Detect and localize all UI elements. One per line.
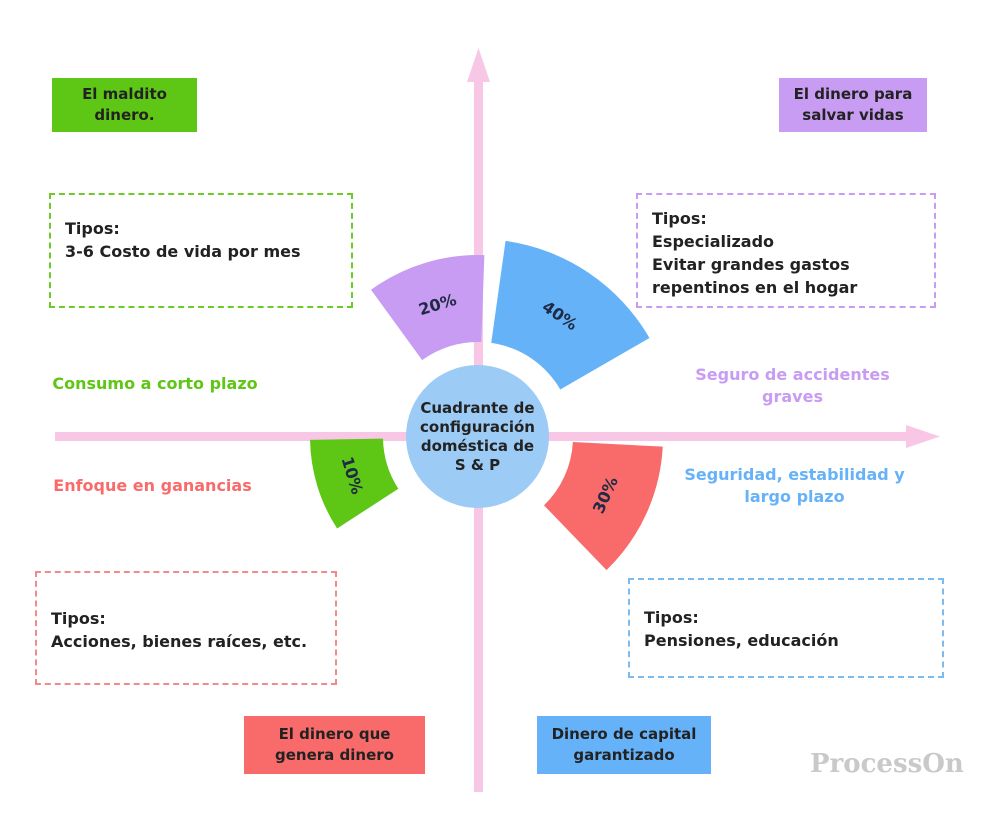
- vertical-axis-arrowhead: [467, 48, 490, 82]
- types-item: Especializado: [652, 232, 775, 251]
- types-box: Tipos: Pensiones, educación: [628, 578, 944, 678]
- horizontal-axis-arrowhead: [906, 425, 940, 448]
- wedge-top-left: [310, 438, 399, 529]
- wedge-bottom-right: [491, 240, 650, 390]
- types-box: Tipos: Acciones, bienes raíces, etc.: [35, 571, 337, 685]
- money-type-tag: El dinero para salvar vidas: [779, 78, 927, 132]
- quadrant-label: Seguridad, estabilidad y largo plazo: [684, 465, 905, 506]
- types-item: Pensiones, educación: [644, 631, 839, 650]
- types-item: repentinos en el hogar: [652, 278, 858, 297]
- types-box: Tipos: Especializado Evitar grandes gast…: [636, 193, 936, 308]
- wedge-bottom-left: [543, 441, 663, 571]
- types-heading: Tipos:: [65, 219, 120, 238]
- quadrant-label: Enfoque en ganancias: [53, 476, 252, 495]
- types-item: Acciones, bienes raíces, etc.: [51, 632, 308, 651]
- money-type-tag: El maldito dinero.: [52, 78, 197, 132]
- types-heading: Tipos:: [652, 209, 707, 228]
- center-circle: Cuadrante de configuración doméstica de …: [406, 365, 549, 508]
- watermark: ProcessOn: [810, 749, 964, 779]
- types-heading: Tipos:: [51, 609, 106, 628]
- percent-wedges: 10%20%30%40%: [310, 240, 663, 571]
- types-heading: Tipos:: [644, 608, 699, 627]
- wedge-top-right: [371, 255, 485, 361]
- money-type-tag: Dinero de capital garantizado: [537, 716, 711, 774]
- money-type-tag: El dinero que genera dinero: [244, 716, 425, 774]
- types-box: Tipos: 3-6 Costo de vida por mes: [49, 193, 353, 308]
- quadrant-label: Consumo a corto plazo: [52, 374, 258, 393]
- types-item: 3-6 Costo de vida por mes: [65, 242, 301, 261]
- quadrant-label: Seguro de accidentes graves: [695, 365, 890, 406]
- types-item: Evitar grandes gastos: [652, 255, 850, 274]
